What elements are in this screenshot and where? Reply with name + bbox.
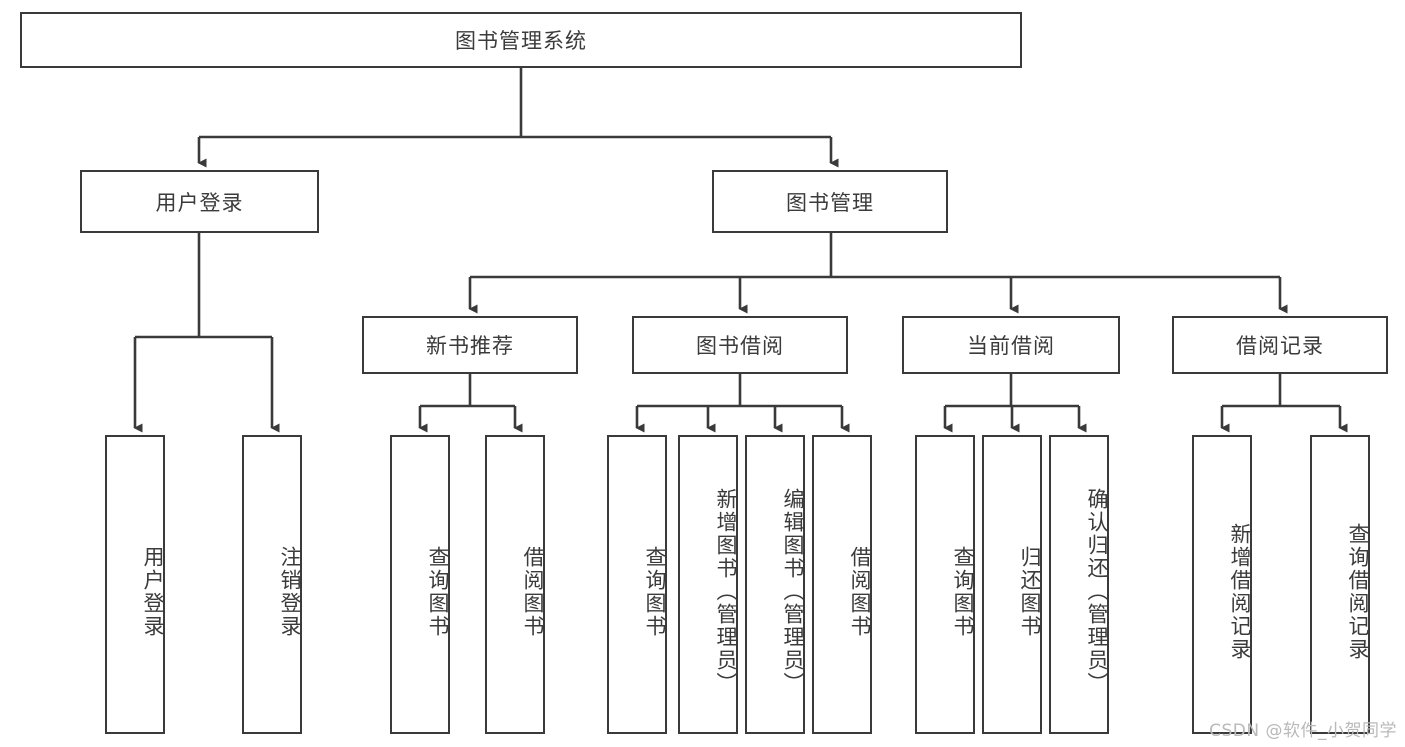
node-label: 当前借阅 (967, 334, 1055, 358)
node-label: 注销登录 (278, 545, 302, 638)
node-label: 借阅图书 (848, 545, 872, 638)
node-user-login[interactable]: 用户登录 (80, 170, 319, 233)
node-leaf-borrow-book-1[interactable]: 借阅图书 (485, 435, 545, 734)
node-label: 查询借阅记录 (1346, 522, 1370, 661)
node-borrow-record[interactable]: 借阅记录 (1172, 316, 1388, 374)
node-new-book-recommend[interactable]: 新书推荐 (362, 316, 578, 374)
node-leaf-query-record[interactable]: 查询借阅记录 (1310, 435, 1370, 734)
node-label: 图书管理 (786, 190, 874, 215)
watermark-text: CSDN @软件_小贺同学 (1209, 721, 1397, 741)
node-label: 新书推荐 (426, 334, 514, 358)
node-label: 借阅图书 (521, 545, 545, 638)
node-leaf-query-book-3[interactable]: 查询图书 (915, 435, 975, 734)
node-leaf-query-book-1[interactable]: 查询图书 (390, 435, 450, 734)
node-label: 查询图书 (426, 545, 450, 638)
node-leaf-confirm-return[interactable]: 确认归还（管理员） (1049, 435, 1109, 734)
node-leaf-add-record[interactable]: 新增借阅记录 (1192, 435, 1252, 734)
node-leaf-logout-login[interactable]: 注销登录 (242, 435, 302, 734)
node-label: 新增借阅记录 (1228, 522, 1252, 661)
node-leaf-return-book[interactable]: 归还图书 (982, 435, 1042, 734)
node-book-borrow[interactable]: 图书借阅 (632, 316, 848, 374)
node-leaf-add-book[interactable]: 新增图书（管理员） (678, 435, 738, 734)
node-book-management[interactable]: 图书管理 (712, 170, 948, 233)
node-label: 查询图书 (643, 545, 667, 638)
node-current-borrow[interactable]: 当前借阅 (902, 316, 1120, 374)
node-leaf-edit-book[interactable]: 编辑图书（管理员） (745, 435, 805, 734)
node-label: 用户登录 (141, 545, 165, 638)
node-root-system[interactable]: 图书管理系统 (20, 12, 1022, 68)
node-leaf-query-book-2[interactable]: 查询图书 (607, 435, 667, 734)
node-label: 新增图书（管理员） (714, 488, 738, 695)
node-label: 借阅记录 (1236, 334, 1324, 358)
node-label: 归还图书 (1018, 545, 1042, 638)
node-label: 用户登录 (155, 190, 244, 215)
node-label: 确认归还（管理员） (1085, 488, 1109, 695)
node-label: 图书借阅 (696, 334, 784, 358)
node-leaf-user-login[interactable]: 用户登录 (105, 435, 165, 734)
node-label: 编辑图书（管理员） (781, 488, 805, 695)
node-label: 图书管理系统 (455, 29, 587, 53)
node-label: 查询图书 (951, 545, 975, 638)
node-leaf-borrow-book-2[interactable]: 借阅图书 (812, 435, 872, 734)
